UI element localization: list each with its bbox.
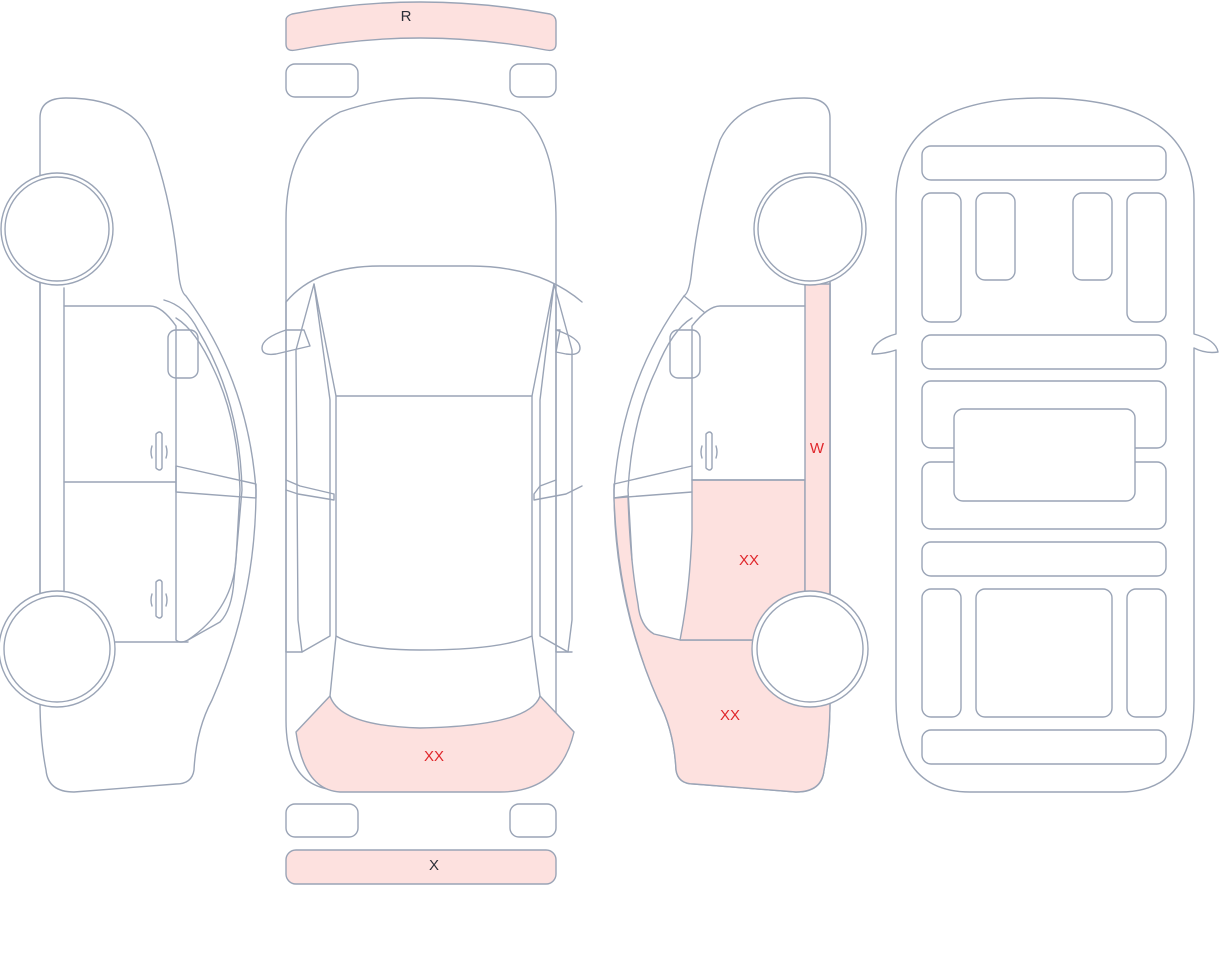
left-rear-wheel[interactable] xyxy=(0,590,116,708)
left-side-mirror-top[interactable] xyxy=(261,329,311,356)
left-body-outline[interactable] xyxy=(39,97,257,793)
right-bottom-light-panel[interactable] xyxy=(509,803,557,838)
left-front-wheel[interactable] xyxy=(0,172,114,286)
rear-bumper-strip[interactable] xyxy=(285,849,557,885)
right-mirror[interactable] xyxy=(669,329,701,379)
right-front-door-label: XX xyxy=(739,552,759,569)
front-bumper-top[interactable] xyxy=(295,695,575,793)
left-bottom-light-panel[interactable] xyxy=(285,803,359,838)
front-bumper-top-label: XX xyxy=(424,748,444,765)
right-pillar-label: W xyxy=(810,440,825,457)
right-front-fender-label: XX xyxy=(720,707,740,724)
rear-row-panel[interactable] xyxy=(921,541,1167,577)
top-view xyxy=(261,97,583,793)
left-mirror[interactable] xyxy=(167,329,199,379)
rear-bumper-strip-label: X xyxy=(429,857,439,874)
top-body-outline[interactable] xyxy=(285,97,557,791)
left-side-view xyxy=(0,97,257,793)
right-front-fender[interactable] xyxy=(613,495,831,793)
right-center-upper-panel[interactable] xyxy=(1072,192,1113,281)
right-upper-panel[interactable] xyxy=(1126,192,1167,323)
roof-strip-label: R xyxy=(401,8,412,25)
center-floor-panel[interactable] xyxy=(953,408,1136,502)
right-side-mirror-top[interactable] xyxy=(555,329,581,356)
underbody-outline[interactable] xyxy=(871,97,1219,793)
left-upper-panel[interactable] xyxy=(921,192,962,323)
left-center-upper-panel[interactable] xyxy=(975,192,1016,281)
right-top-mirror-panel[interactable] xyxy=(509,63,557,98)
right-rear-wheel[interactable] xyxy=(751,590,869,708)
right-front-wheel[interactable] xyxy=(753,172,867,286)
rear-end-panel[interactable] xyxy=(921,729,1167,765)
underbody-view xyxy=(871,97,1219,793)
middle-row-panel[interactable] xyxy=(921,334,1167,370)
front-row-panel[interactable] xyxy=(921,145,1167,181)
left-top-mirror-panel[interactable] xyxy=(285,63,359,98)
left-lower-panel[interactable] xyxy=(921,588,962,718)
right-lower-panel[interactable] xyxy=(1126,588,1167,718)
roof-strip[interactable] xyxy=(285,1,557,52)
center-lower-panel[interactable] xyxy=(975,588,1113,718)
right-side-view xyxy=(613,97,869,793)
